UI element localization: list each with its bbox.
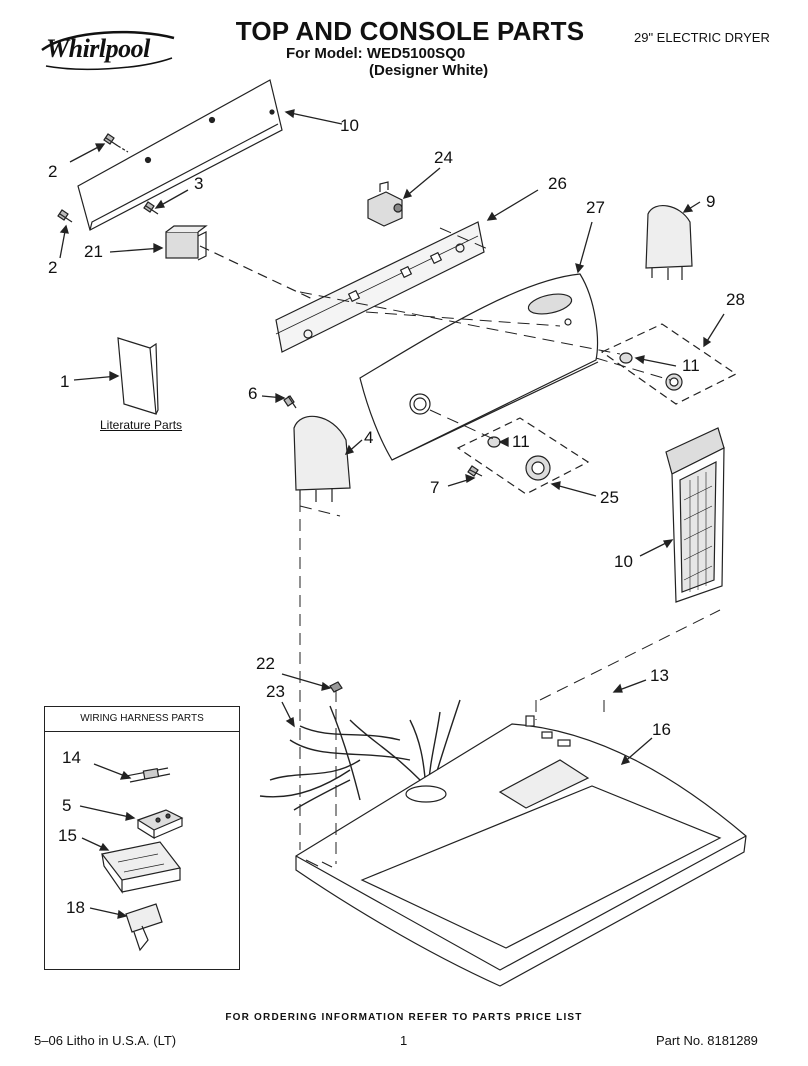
callout-2-upper: 2 — [48, 162, 58, 181]
part-10-lint-screen — [665, 427, 725, 603]
part-25-knob-group — [456, 417, 590, 495]
part-15-harness-connector — [100, 841, 182, 894]
callout-9: 10 — [340, 116, 359, 135]
wiring-harness-box — [44, 706, 240, 970]
callout-21: 21 — [84, 242, 103, 261]
part-3-screw — [143, 201, 159, 215]
part-21-timer — [165, 225, 341, 313]
part-5-connector-housing — [136, 809, 184, 840]
callout-27: 27 — [586, 198, 605, 217]
callout-28: 28 — [726, 290, 745, 309]
variant-line: (Designer White) — [369, 62, 489, 79]
part-24-switch — [367, 181, 403, 227]
part-2-screw-lower — [57, 209, 73, 223]
part-4-end-cap-left — [293, 415, 351, 502]
callout-26: 26 — [548, 174, 567, 193]
part-2-screw-upper — [103, 133, 129, 153]
callout-8: 9 — [706, 192, 716, 211]
callout-11-upper: 11 — [682, 356, 700, 375]
page-title: TOP AND CONSOLE PARTS — [235, 16, 585, 46]
callout-3: 3 — [194, 174, 204, 193]
part-28-knob-group — [600, 323, 738, 405]
callout-1: 1 — [60, 372, 70, 391]
page-number: 1 — [400, 1033, 408, 1048]
callout-24: 24 — [434, 148, 453, 167]
logo-text: Whirlpool — [46, 34, 150, 63]
part-6-screw — [283, 395, 297, 409]
callout-16: 16 — [652, 720, 671, 739]
part-18-wire-clip — [125, 903, 163, 952]
callout-25: 25 — [600, 488, 619, 507]
assembly-guide-lines — [299, 227, 721, 864]
part-8-end-cap-right — [645, 205, 693, 280]
part-22-clip — [329, 681, 343, 693]
ordering-note: FOR ORDERING INFORMATION REFER TO PARTS … — [225, 1012, 583, 1023]
part-23-wiring-harness — [259, 699, 461, 811]
callout-11-lower: 11 — [512, 432, 530, 451]
wiring-harness-title: WIRING HARNESS PARTS — [44, 706, 240, 732]
callout-5: 5 — [62, 796, 72, 815]
callout-23: 23 — [266, 682, 285, 701]
part-number: Part No. 8181289 — [656, 1033, 758, 1048]
literature-parts-label: Literature Parts — [100, 418, 183, 432]
callout-4: 4 — [364, 428, 374, 447]
callout-18: 18 — [66, 898, 85, 917]
callout-22: 22 — [256, 654, 275, 673]
logo-swoosh-icon — [41, 30, 175, 71]
whirlpool-logo: Whirlpool — [38, 28, 178, 72]
callout-14: 14 — [62, 748, 81, 767]
callout-7: 7 — [430, 478, 440, 497]
part-16-dryer-top — [295, 715, 747, 987]
callout-6: 6 — [248, 384, 258, 403]
part-1-literature — [117, 337, 159, 415]
litho-info: 5–06 Litho in U.S.A. (LT) — [34, 1033, 177, 1048]
callout-2-lower: 2 — [48, 258, 58, 277]
callout-10: 10 — [614, 552, 633, 571]
part-14-terminal — [125, 767, 171, 783]
part-9-rear-bracket — [77, 79, 283, 231]
callout-13: 13 — [650, 666, 669, 685]
part-26-control-bracket — [275, 221, 485, 353]
callout-15: 15 — [58, 826, 77, 845]
part-27-console — [359, 273, 599, 461]
callout-leader-lines — [59, 109, 725, 919]
model-line: For Model: WED5100SQ0 — [286, 45, 466, 62]
product-type: 29" ELECTRIC DRYER — [634, 30, 770, 45]
part-7-screw — [467, 465, 483, 477]
